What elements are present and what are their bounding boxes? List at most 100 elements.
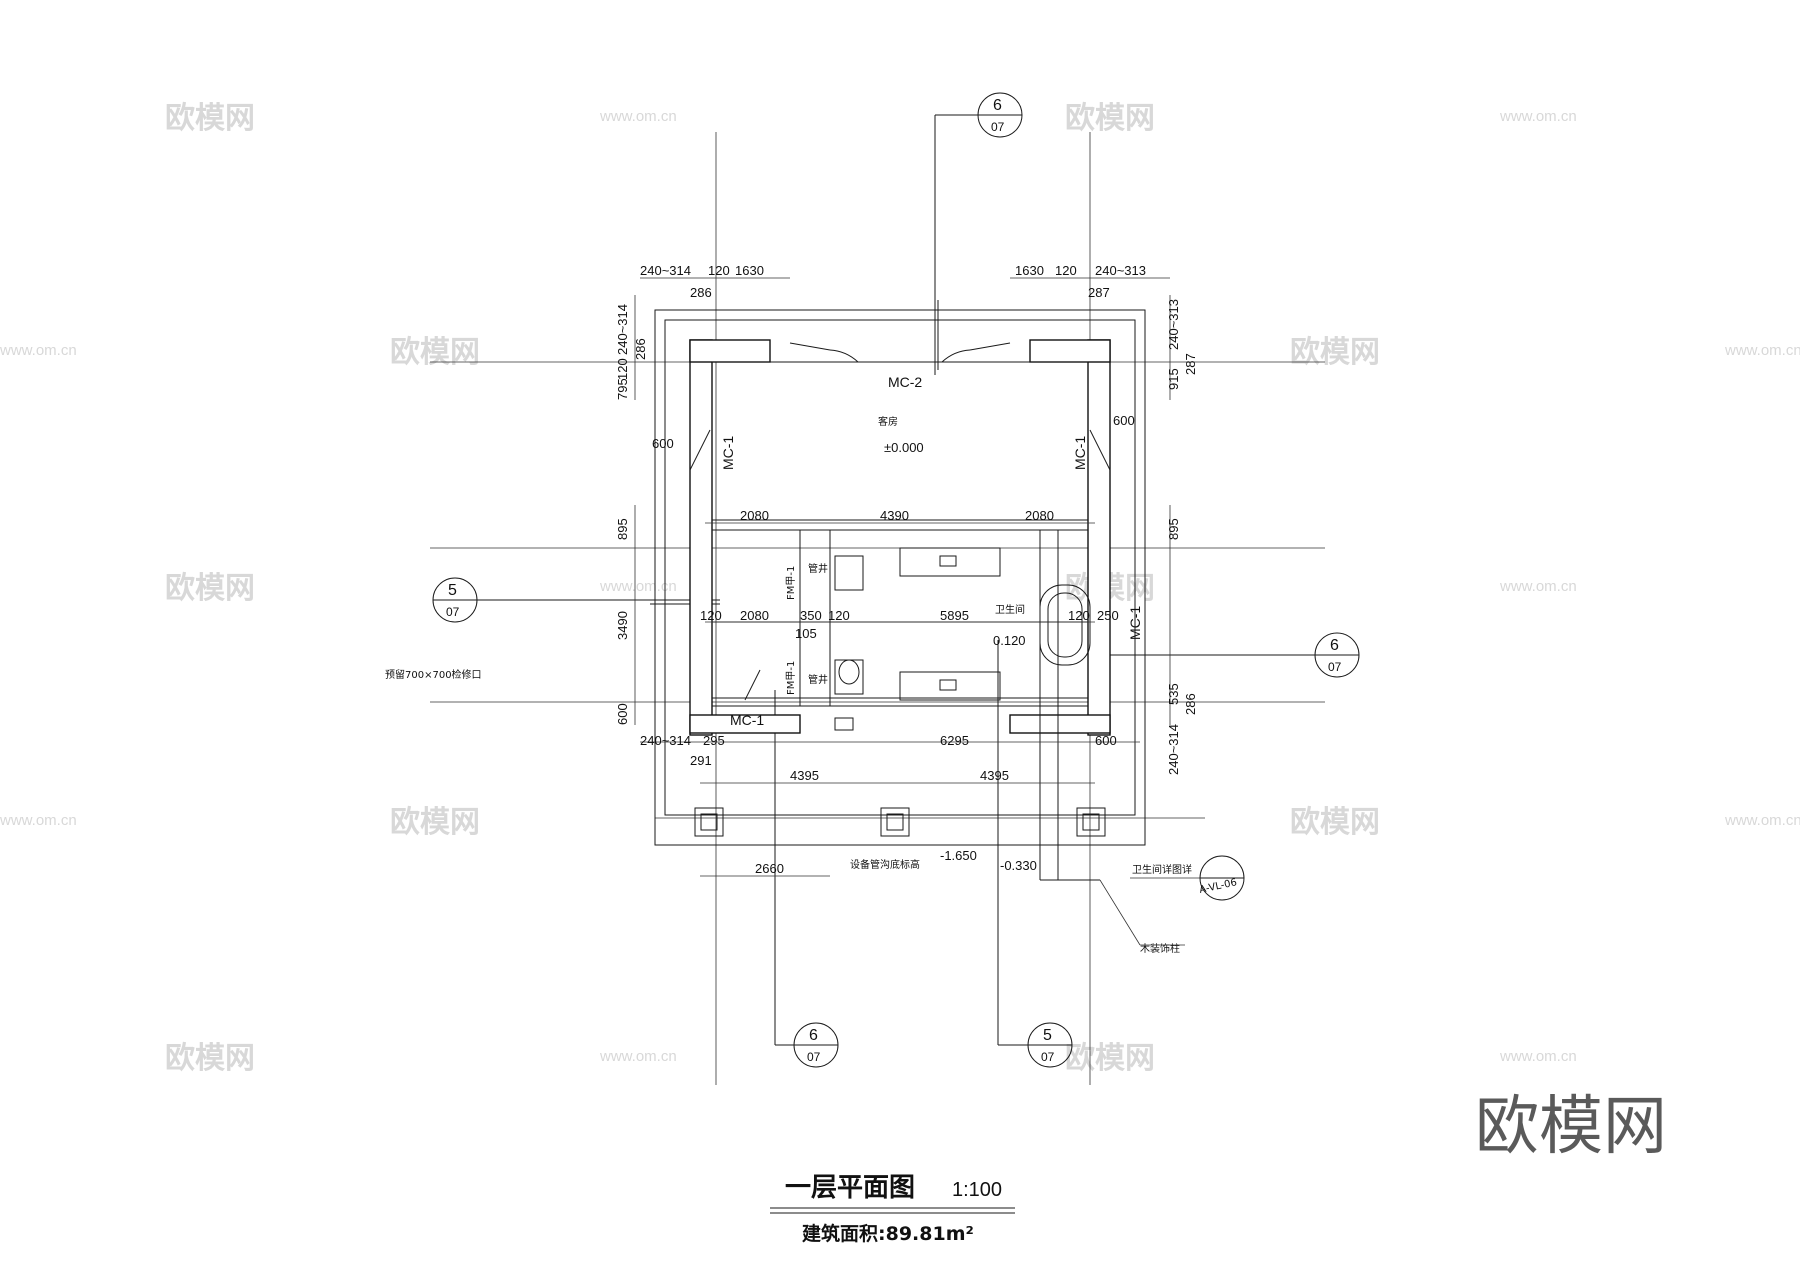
- dim-top-right-d: 287: [1088, 285, 1110, 300]
- room-bath: 卫生间: [995, 603, 1025, 616]
- watermark-url: www.om.cn: [1724, 342, 1800, 359]
- dim-left-e: 895: [615, 518, 630, 540]
- watermark-url: www.om.cn: [1499, 108, 1577, 125]
- dim-right-e: 535: [1166, 683, 1181, 705]
- door-label-mc1-right: MC-1: [1072, 436, 1088, 470]
- watermark-brand: 欧模网: [165, 101, 255, 136]
- dim-row2-e: 5895: [940, 608, 969, 623]
- elev-lower: -0.330: [1000, 858, 1037, 873]
- building-area: 建筑面积:89.81m²: [802, 1222, 974, 1245]
- brand-logo: 欧模网: [1475, 1090, 1667, 1164]
- bubble-bottom-right-num: 5: [1043, 1027, 1052, 1044]
- detail-ref: A-VL-06: [1198, 877, 1238, 896]
- watermark-url: www.om.cn: [1499, 1048, 1577, 1065]
- dim-top-right-a: 1630: [1015, 263, 1044, 278]
- dim-left-d: 795: [615, 378, 630, 400]
- bubble-left: 5 07: [432, 577, 478, 623]
- dim-row2-c: 350: [800, 608, 822, 623]
- watermark-brand: 欧模网: [390, 335, 480, 370]
- dim-top-right-c: 240~313: [1095, 263, 1146, 278]
- section-bubbles: 6 07 5 07 6 07 6 07 5 07: [432, 92, 1360, 1068]
- watermark-url: www.om.cn: [0, 342, 77, 359]
- bubble-bottom-right: 5 07: [1027, 1022, 1073, 1068]
- bubble-left-sheet: 07: [446, 605, 460, 619]
- columns: [694, 717, 1106, 837]
- watermark-brand: 欧模网: [390, 805, 480, 840]
- dim-right-a: 240~313: [1166, 299, 1181, 350]
- dim-right-c: 915: [1166, 368, 1181, 390]
- dim-bot-f: 4395: [790, 768, 819, 783]
- bubble-bottom-right-sheet: 07: [1041, 1050, 1055, 1064]
- elev-guest: ±0.000: [884, 440, 924, 455]
- door-label-mc1-left: MC-1: [720, 436, 736, 470]
- building-outline: [654, 309, 1146, 881]
- bubble-top-sheet: 07: [991, 120, 1005, 134]
- watermark-url: www.om.cn: [599, 108, 677, 125]
- dim-top-left-c: 1630: [735, 263, 764, 278]
- bubble-bottom-left-sheet: 07: [807, 1050, 821, 1064]
- watermark-brand: 欧模网: [165, 571, 255, 606]
- dim-right-d: 895: [1166, 518, 1181, 540]
- dim-600-right: 600: [1113, 413, 1135, 428]
- dimension-lines: [634, 277, 1171, 877]
- watermark-brand: 欧模网: [1065, 1041, 1155, 1076]
- watermark-brand: 欧模网: [1290, 335, 1380, 370]
- dim-bot-d: 6295: [940, 733, 969, 748]
- door-label-mc1-bath: MC-1: [1127, 606, 1143, 640]
- drawing-scale: 1:100: [952, 1179, 1002, 1201]
- dim-bot-e: 600: [1095, 733, 1117, 748]
- dim-row2-f: 120: [1068, 608, 1090, 623]
- dim-bot-h: 2660: [755, 861, 784, 876]
- watermark-url: www.om.cn: [1499, 578, 1577, 595]
- dim-row2-a: 120: [700, 608, 722, 623]
- dim-left-g: 600: [615, 703, 630, 725]
- dim-top-left-b: 120: [708, 263, 730, 278]
- watermark-brand: 欧模网: [1065, 101, 1155, 136]
- dim-row1-b: 4390: [880, 508, 909, 523]
- door-label-fm1-upper: FM甲-1: [786, 566, 797, 600]
- watermark-url: www.om.cn: [1724, 812, 1800, 829]
- watermark-layer: 欧模网 www.om.cn 欧模网 www.om.cn www.om.cn 欧模…: [0, 101, 1800, 1076]
- bubble-right: 6 07: [1314, 632, 1360, 678]
- dimension-texts: 240~314 120 1630 286 1630 120 240~313 28…: [615, 263, 1198, 876]
- dim-row2-d: 120: [828, 608, 850, 623]
- dim-row2-b: 2080: [740, 608, 769, 623]
- dim-top-right-b: 120: [1055, 263, 1077, 278]
- shaft-upper: 管井: [808, 562, 828, 575]
- note-hatch: 预留700×700检修口: [385, 668, 482, 681]
- dim-right-b: 287: [1183, 353, 1198, 375]
- dim-top-left: 240~314: [640, 263, 691, 278]
- bubble-top: 6 07: [977, 92, 1023, 138]
- note-wood-column: 木装饰柱: [1140, 942, 1180, 955]
- dim-left-c: 286: [633, 338, 648, 360]
- shaft-lower: 管井: [808, 673, 828, 686]
- dim-right-f: 286: [1183, 693, 1198, 715]
- dim-bot-a: 240~314: [640, 733, 691, 748]
- bubble-bottom-left-num: 6: [809, 1027, 818, 1044]
- bubble-right-sheet: 07: [1328, 660, 1342, 674]
- dim-left-b: 240~314: [615, 304, 630, 355]
- dim-top-left-d: 286: [690, 285, 712, 300]
- dim-600-left: 600: [652, 436, 674, 451]
- watermark-brand: 欧模网: [165, 1041, 255, 1076]
- watermark-brand: 欧模网: [1290, 805, 1380, 840]
- dim-left-a: 120: [615, 358, 630, 380]
- door-label-fm1-lower: FM甲-1: [786, 661, 797, 695]
- bubble-bottom-left: 6 07: [793, 1022, 839, 1068]
- bubble-right-num: 6: [1330, 637, 1339, 654]
- room-guest: 客房: [878, 415, 898, 428]
- elev-bath: 0.120: [993, 633, 1026, 648]
- dim-bot-b: 295: [703, 733, 725, 748]
- labels: MC-2 客房 ±0.000 MC-1 MC-1 MC-1 MC-1 FM甲-1…: [385, 374, 1245, 955]
- section-lines: [430, 114, 1325, 1085]
- dim-left-f: 3490: [615, 611, 630, 640]
- elev-pipe: -1.650: [940, 848, 977, 863]
- dim-row2-g: 250: [1097, 608, 1119, 623]
- door-label-mc2: MC-2: [888, 374, 922, 390]
- watermark-url: www.om.cn: [599, 578, 677, 595]
- dim-row1-a: 2080: [740, 508, 769, 523]
- bubble-left-num: 5: [448, 582, 457, 599]
- title-block: 一层平面图 1:100 建筑面积:89.81m²: [770, 1173, 1015, 1245]
